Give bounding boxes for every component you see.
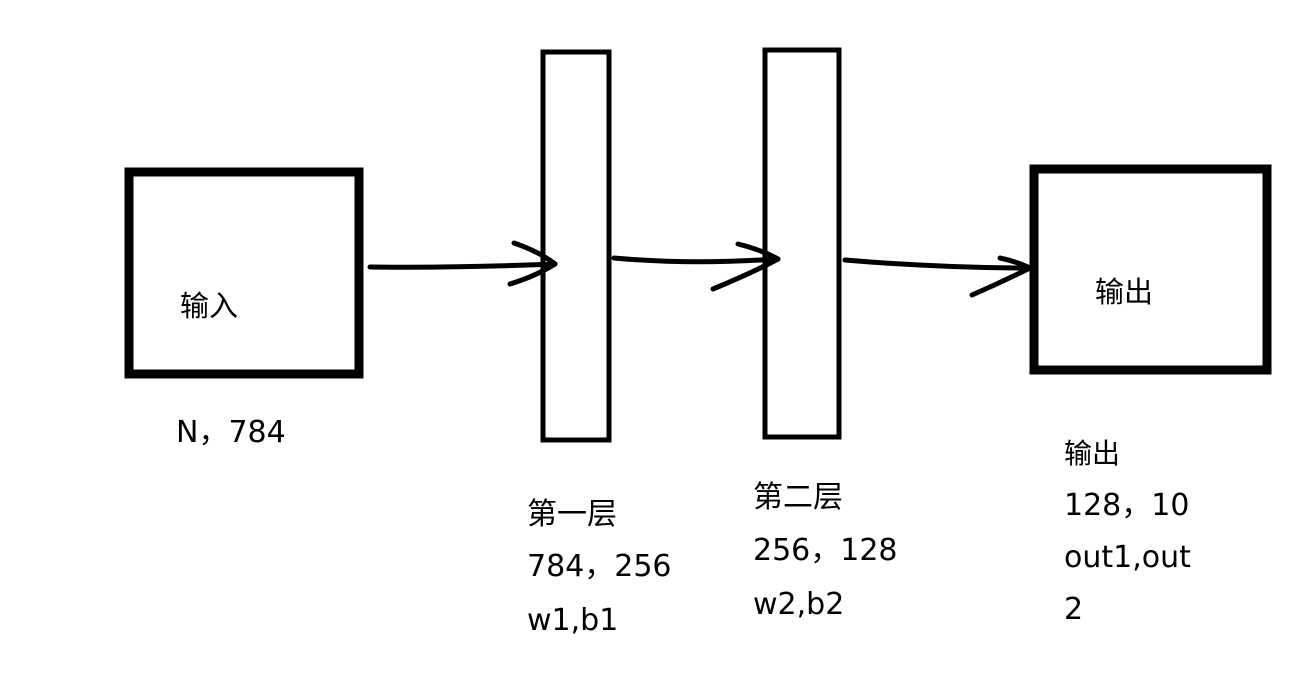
- input-box-label: 输入: [180, 289, 239, 323]
- output-box-label: 输出: [1095, 275, 1154, 309]
- output-params-line2: 2: [1064, 592, 1084, 627]
- layer2-shape: 256，128: [753, 533, 898, 568]
- layer2-params: w2,b2: [753, 587, 845, 622]
- output-box: [1029, 164, 1272, 375]
- layer2-title: 第二层: [753, 480, 843, 515]
- layer1-params: w1,b1: [527, 603, 619, 638]
- input-shape-label: N，784: [176, 415, 286, 450]
- arrow-input-to-layer1: [367, 240, 558, 287]
- output-params-line1: out1,out: [1064, 540, 1191, 575]
- output-title: 输出: [1064, 437, 1121, 470]
- layer1-bar: [540, 49, 612, 443]
- layer1-shape: 784，256: [527, 549, 672, 584]
- arrow-layer2-to-output: [842, 255, 1033, 298]
- arrow-layer1-to-layer2: [611, 241, 781, 292]
- layer2-bar: [762, 47, 842, 440]
- input-box: [124, 167, 364, 379]
- output-shape: 128，10: [1064, 488, 1190, 523]
- layer1-title: 第一层: [527, 497, 617, 532]
